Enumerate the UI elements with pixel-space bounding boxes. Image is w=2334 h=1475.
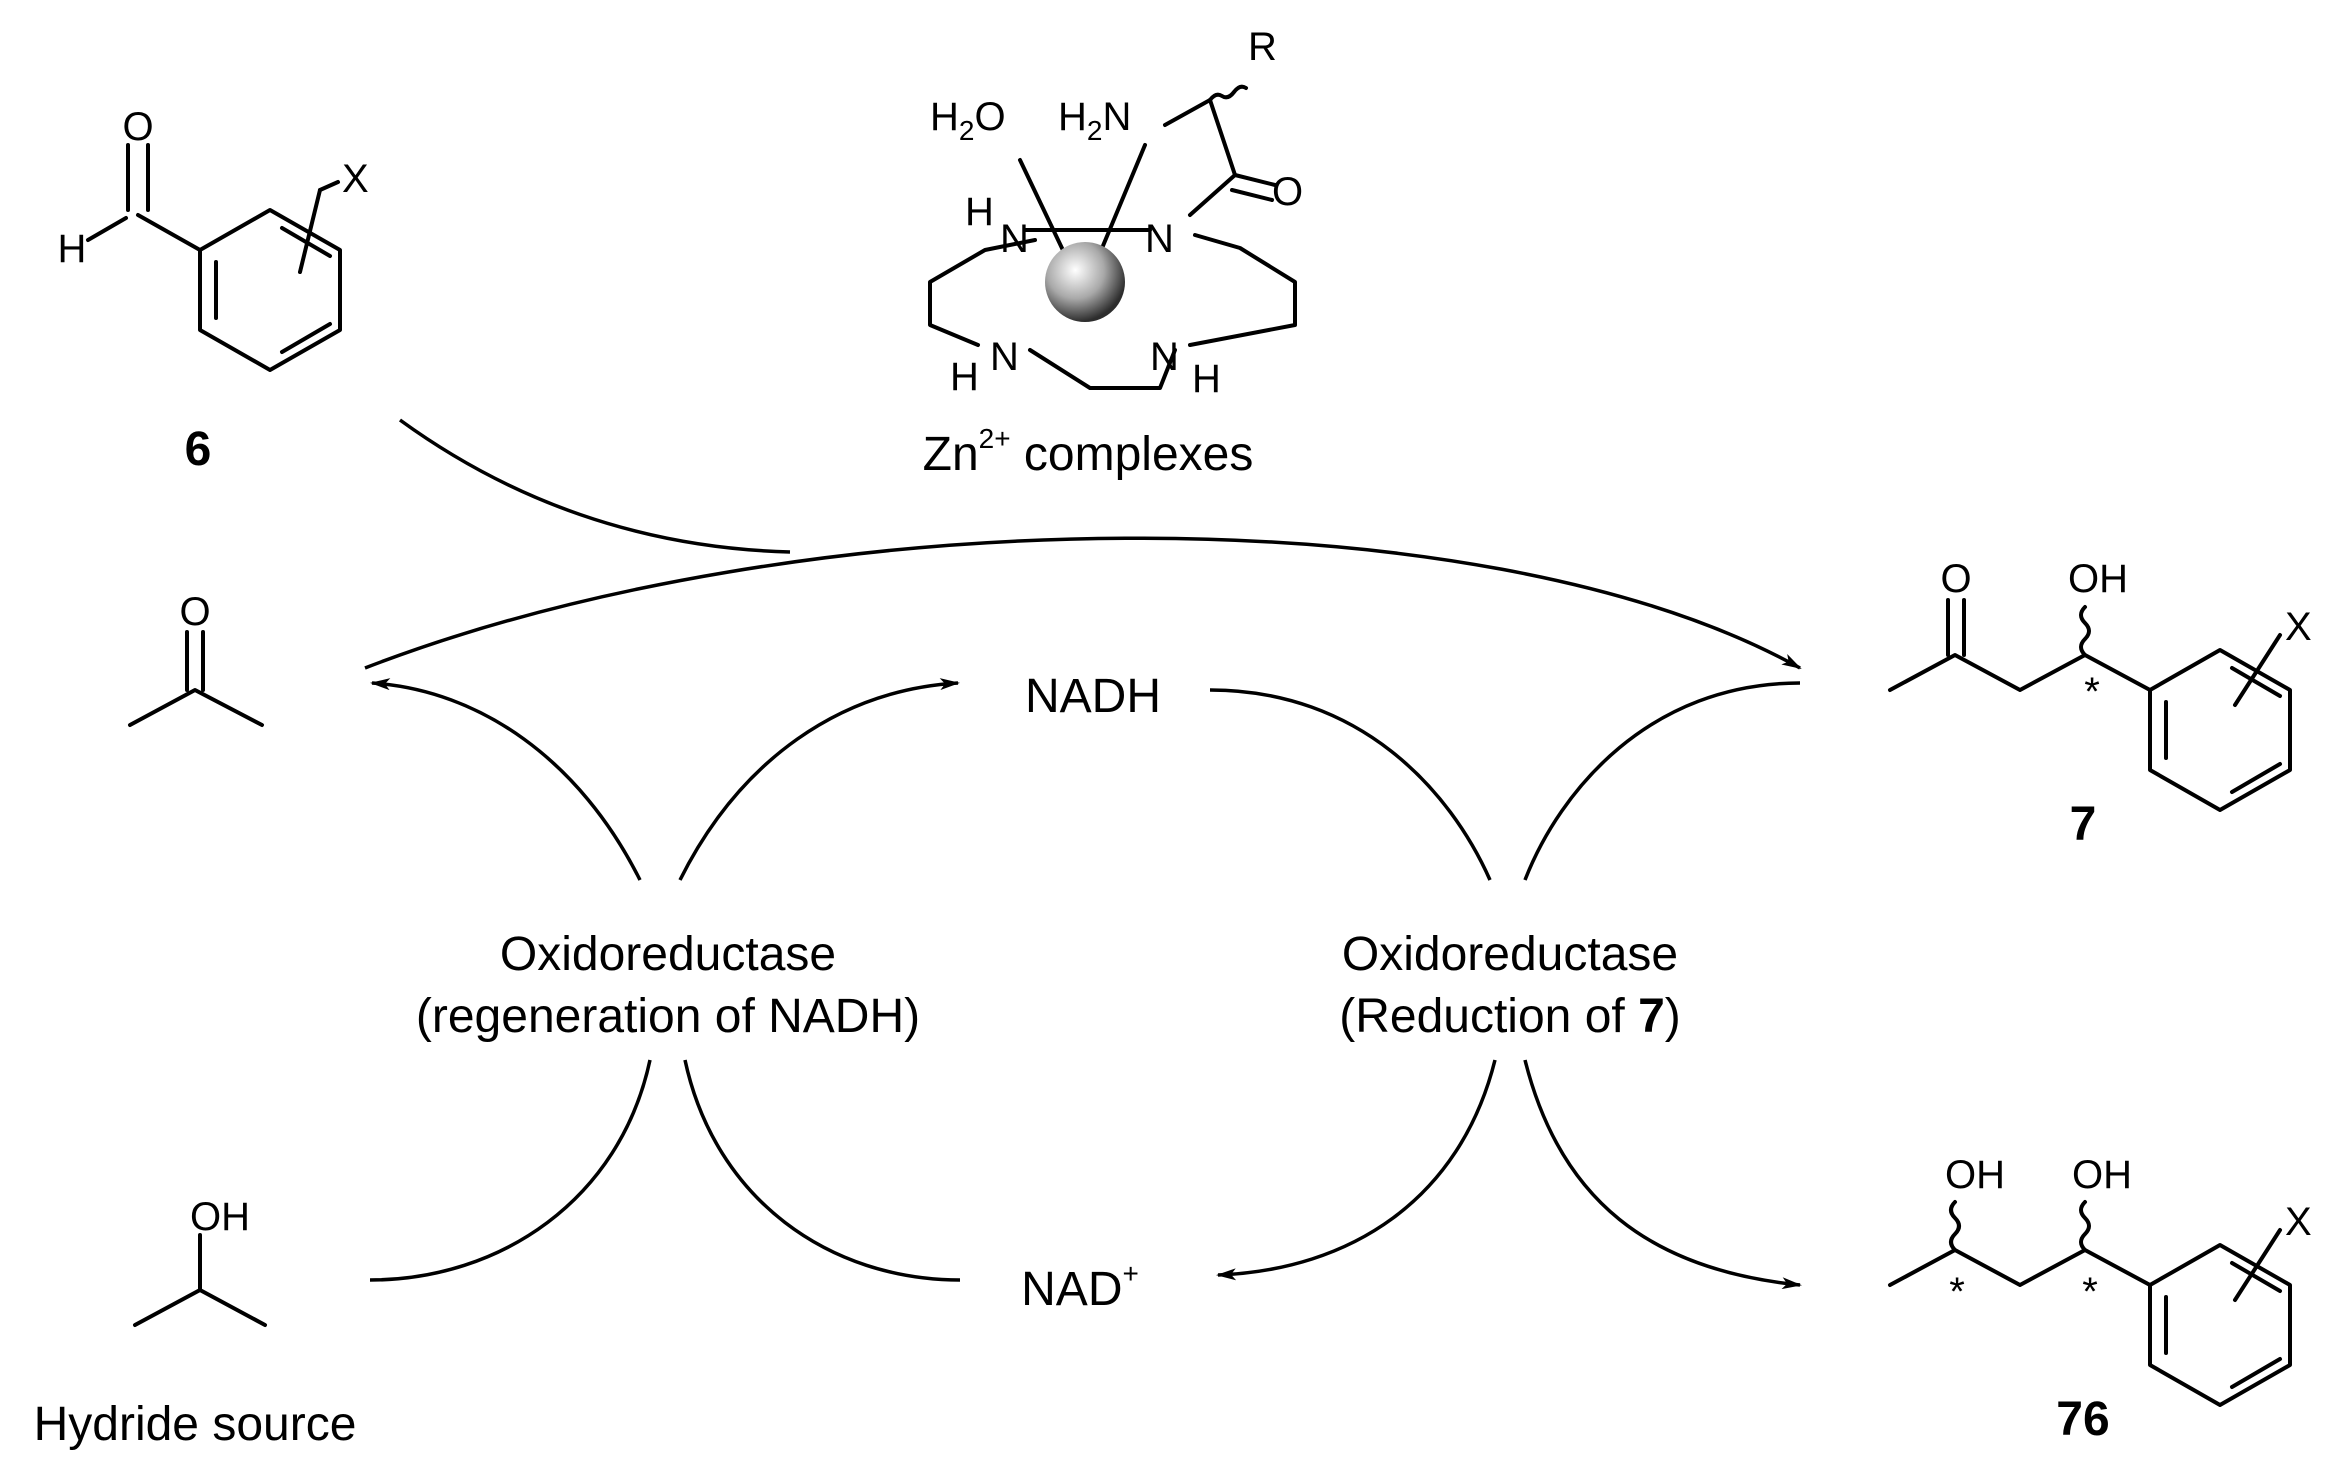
arc-from-nadh	[1209, 688, 1492, 881]
acetone-oxygen: O	[179, 590, 210, 634]
aldol-substituent-x: X	[2285, 605, 2312, 649]
catalyst-label: Zn2+ complexes	[923, 423, 1254, 481]
isopropanol-hydroxyl: OH	[190, 1195, 250, 1239]
compound-6-label: 6	[185, 423, 212, 476]
catalyst-n1: N	[1000, 217, 1029, 261]
enzyme-right-line2: (Reduction of 7)	[1339, 990, 1681, 1043]
hydride-source-label: Hydride source	[34, 1398, 357, 1451]
diol-substituent-x: X	[2285, 1200, 2312, 1244]
enzyme-right-line1: Oxidoreductase	[1342, 928, 1678, 981]
compound-76-label: 76	[2056, 1393, 2109, 1446]
substituent-x: X	[342, 157, 369, 201]
arrow-benzaldehyde-join	[398, 418, 791, 554]
diol-stereocenter-1: *	[1949, 1270, 1965, 1314]
catalyst-r-group: R	[1248, 25, 1277, 69]
aldol-stereocenter: *	[2084, 670, 2100, 714]
compound-7-label: 7	[2070, 798, 2097, 851]
catalyst-amide-oxygen: O	[1272, 170, 1303, 214]
aldol-hydroxyl: OH	[2068, 557, 2128, 601]
catalyst-h-right: H	[1192, 357, 1221, 401]
catalyst-n3: N	[990, 335, 1019, 379]
nadh-label: NADH	[1025, 670, 1161, 723]
catalyst-h-top: H	[965, 190, 994, 234]
diol-stereocenter-2: *	[2082, 1270, 2098, 1314]
arrow-to-nadh	[678, 678, 960, 881]
arc-from-isopropanol	[369, 1059, 652, 1282]
catalyst-n4: N	[1150, 335, 1179, 379]
aldehyde-hydrogen: H	[58, 227, 87, 271]
acetone-structure: O	[128, 590, 264, 727]
zinc-sphere-icon	[1045, 242, 1125, 322]
enzyme-left-line1: Oxidoreductase	[500, 928, 836, 981]
catalyst-water: H2O	[930, 95, 1006, 146]
catalyst-h-left: H	[950, 355, 979, 399]
arrow-aldol	[364, 536, 1802, 670]
isopropanol-structure: OH	[133, 1195, 267, 1327]
zinc-complex-structure: R H2O H2N O H N N N N H H	[928, 25, 1303, 401]
diol-product-structure: OH OH X * *	[1888, 1153, 2312, 1407]
enzyme-left-line2: (regeneration of NADH)	[416, 990, 920, 1043]
diol-hydroxyl-2: OH	[2072, 1153, 2132, 1197]
catalyst-n2: N	[1145, 217, 1174, 261]
diol-hydroxyl-1: OH	[1945, 1153, 2005, 1197]
aldol-product-structure: O OH X *	[1888, 557, 2312, 812]
arrow-to-diol	[1523, 1059, 1802, 1290]
catalyst-amine: H2N	[1058, 95, 1131, 146]
carbonyl-oxygen: O	[122, 105, 153, 149]
benzaldehyde-structure: O H X	[58, 105, 369, 372]
arrow-to-acetone	[370, 678, 642, 881]
nad-label: NAD+	[1021, 1258, 1139, 1316]
reaction-arrows	[364, 418, 1802, 1290]
arrow-to-nad	[1216, 1059, 1497, 1281]
arc-from-nad	[683, 1059, 961, 1282]
arc-from-aldol	[1523, 681, 1801, 881]
aldol-ketone-oxygen: O	[1940, 557, 1971, 601]
